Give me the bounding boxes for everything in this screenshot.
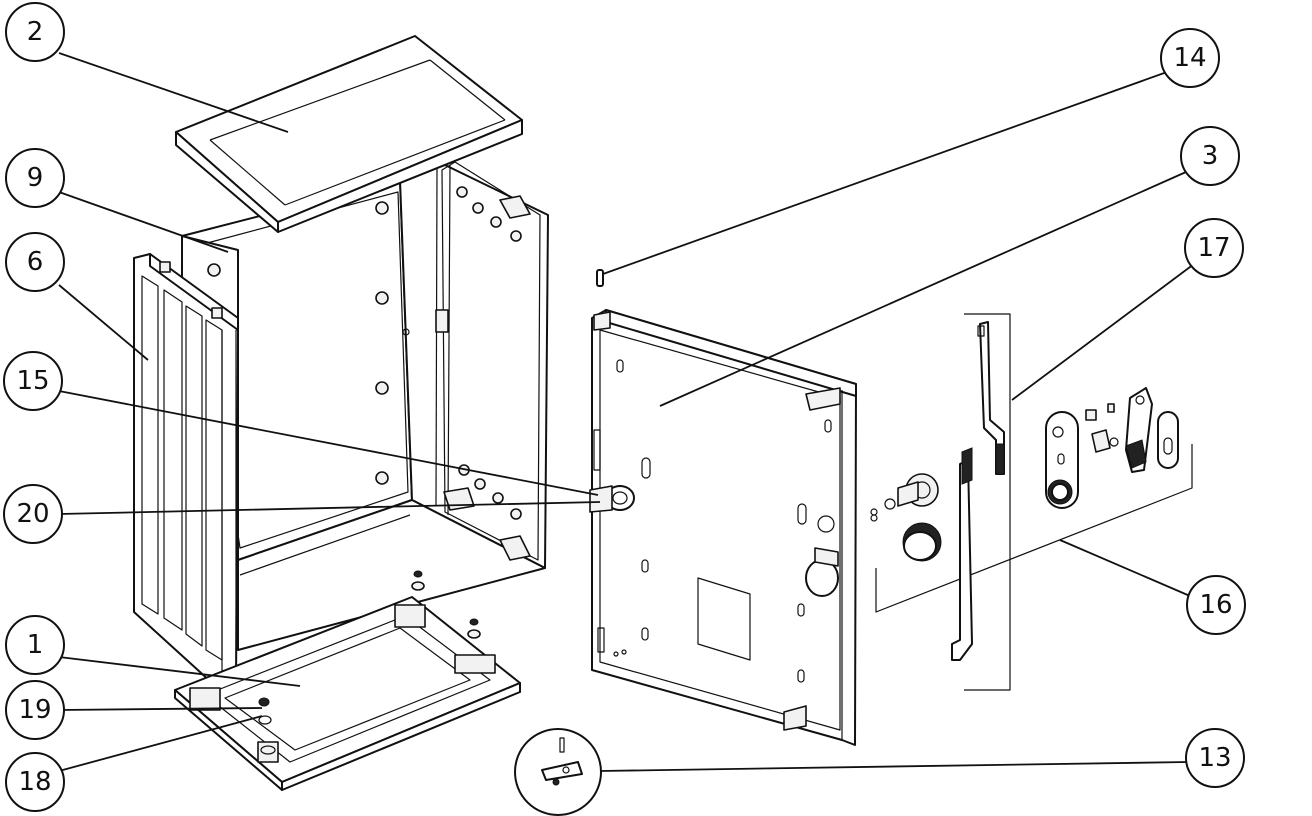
callout-14: 14	[1160, 28, 1220, 88]
callout-13: 13	[1185, 728, 1245, 788]
callout-17-label: 17	[1197, 233, 1230, 263]
callout-16-label: 16	[1199, 590, 1232, 620]
mounting-studs	[207, 186, 522, 520]
callout-20: 20	[3, 484, 63, 544]
callout-18-label: 18	[18, 767, 51, 797]
callout-2: 2	[5, 2, 65, 62]
lock-assembly	[870, 387, 1193, 613]
leader-lines	[58, 52, 1195, 772]
callout-18: 18	[5, 752, 65, 812]
callout-6: 6	[5, 232, 65, 292]
callout-16: 16	[1186, 575, 1246, 635]
callout-15: 15	[3, 351, 63, 411]
callout-19: 19	[5, 680, 65, 740]
callout-14-label: 14	[1173, 43, 1206, 73]
hinge-pin	[596, 269, 604, 287]
hinge-part	[589, 485, 635, 513]
callout-15-label: 15	[16, 366, 49, 396]
callout-9-label: 9	[27, 163, 44, 193]
callout-3: 3	[1180, 126, 1240, 186]
callout-3-label: 3	[1202, 141, 1219, 171]
callout-2-label: 2	[27, 17, 44, 47]
side-panel	[133, 253, 239, 693]
callout-19-label: 19	[18, 695, 51, 725]
base-frame	[174, 570, 521, 791]
callout-17: 17	[1184, 218, 1244, 278]
detail-circle	[514, 728, 602, 816]
rain-roof	[175, 35, 523, 233]
callout-6-label: 6	[27, 247, 44, 277]
locking-rods	[951, 313, 1011, 691]
callout-20-label: 20	[16, 499, 49, 529]
door	[591, 309, 857, 746]
callout-9: 9	[5, 148, 65, 208]
callout-1-label: 1	[27, 630, 44, 660]
callout-1: 1	[5, 615, 65, 675]
callout-13-label: 13	[1198, 743, 1231, 773]
